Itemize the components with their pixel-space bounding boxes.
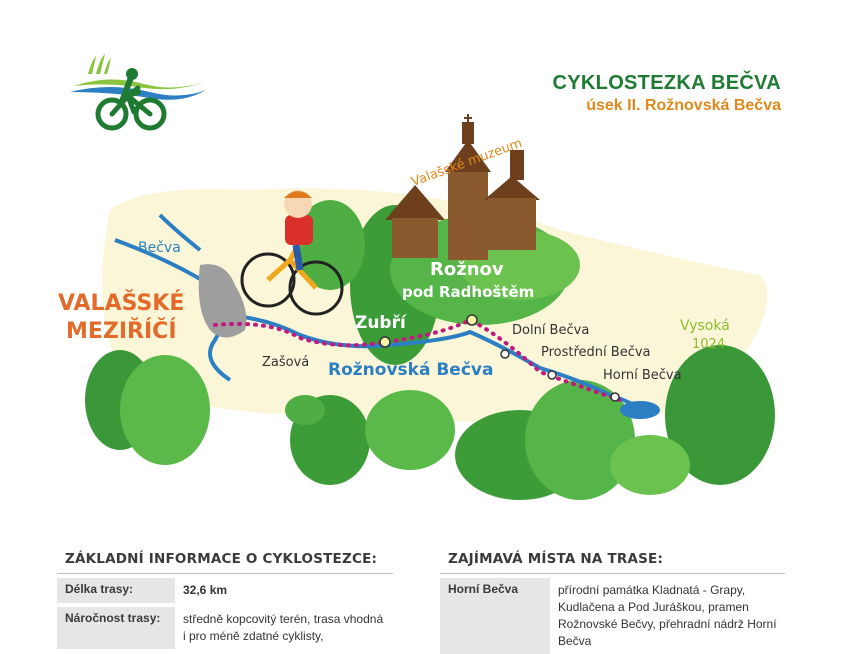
hills	[85, 200, 775, 500]
label-prostredni-becva: Prostřední Bečva	[541, 345, 651, 360]
info-label: Délka trasy:	[57, 578, 175, 603]
route-map: Valašské muzeum Rožnov pod Radhoštěm VAL…	[58, 114, 775, 500]
info-row-difficulty: Náročnost trasy: středně kopcovitý terén…	[57, 607, 393, 649]
points-of-interest-heading: ZAJÍMAVÁ MÍSTA NA TRASE:	[440, 545, 785, 574]
stop-prostredni-becva	[547, 370, 557, 380]
stop-zubri	[379, 336, 391, 348]
label-roznov-line2: pod Radhoštěm	[402, 283, 534, 301]
label-peak-name: Vysoká	[680, 318, 730, 334]
label-zubri: Zubří	[355, 313, 407, 333]
label-zasova: Zašová	[262, 355, 309, 370]
cyclist-boy-icon	[240, 190, 344, 316]
page-subtitle: úsek II. Rožnovská Bečva	[586, 97, 781, 114]
poi-label: Horní Bečva	[440, 578, 550, 654]
label-roznov-line1: Rožnov	[430, 259, 504, 280]
poi-value: přírodní památka Kladnatá - Grapy, Kudla…	[558, 583, 777, 648]
basic-info-heading: ZÁKLADNÍ INFORMACE O CYKLOSTEZCE:	[57, 545, 393, 574]
basic-info-section: ZÁKLADNÍ INFORMACE O CYKLOSTEZCE: Délka …	[57, 545, 393, 649]
stop-roznov	[466, 314, 478, 326]
info-label: Náročnost trasy:	[57, 607, 175, 649]
river-roznovska-becva	[214, 313, 641, 410]
info-value: 32,6 km	[183, 583, 228, 597]
town-area	[198, 264, 247, 338]
reservoir-icon	[620, 401, 660, 419]
stop-horni-becva	[610, 392, 620, 402]
label-river-becva: Bečva	[138, 240, 181, 256]
wooden-church-icon	[385, 114, 540, 260]
cyclist-logo-icon	[70, 54, 206, 131]
label-peak-height: 1024	[692, 337, 725, 352]
label-river-roznovska: Rožnovská Bečva	[328, 360, 493, 380]
label-valasske-meziric-line1: VALAŠSKÉ	[58, 290, 184, 316]
poi-row-horni-becva: Horní Bečva přírodní památka Kladnatá - …	[440, 578, 785, 654]
label-dolni-becva: Dolní Bečva	[512, 323, 589, 338]
page-title: CYKLOSTEZKA BEČVA	[552, 72, 781, 94]
stop-dolni-becva	[500, 349, 510, 359]
label-valasske-meziric-line2: MEZIŘÍČÍ	[66, 318, 177, 344]
info-value: středně kopcovitý terén, trasa vhodná i …	[183, 612, 384, 643]
label-horni-becva: Horní Bečva	[603, 368, 682, 383]
info-row-length: Délka trasy: 32,6 km	[57, 578, 393, 603]
points-of-interest-section: ZAJÍMAVÁ MÍSTA NA TRASE: Horní Bečva pří…	[440, 545, 785, 654]
